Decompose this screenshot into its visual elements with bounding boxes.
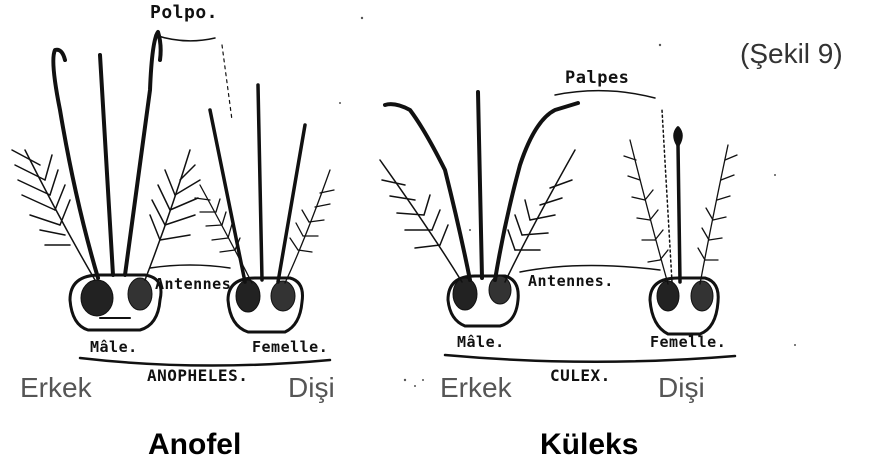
anopheles-male-antennae-right (145, 150, 200, 280)
culex-female-palps (662, 110, 681, 282)
anopheles-female-caption: Dişi (288, 372, 335, 404)
anopheles-male-head (70, 275, 161, 330)
anopheles-male-label: Mâle. (90, 338, 138, 356)
anopheles-antenna-label: Antennes (155, 275, 231, 293)
culex-female-label: Femelle. (650, 333, 726, 351)
culex-female-head (650, 278, 718, 334)
culex-title: Küleks (540, 428, 638, 462)
anopheles-male-caption: Erkek (20, 372, 92, 404)
anopheles-palp-pointer (222, 45, 232, 120)
culex-antenna-label: Antennes. (528, 272, 614, 290)
anopheles-male-palps (53, 32, 160, 278)
culex-genus-label: CULEX. (550, 366, 611, 385)
culex-male-head (448, 276, 518, 326)
anopheles-female-label: Femelle. (252, 338, 328, 356)
anopheles-title: Anofel (148, 428, 241, 462)
culex-male-caption: Erkek (440, 372, 512, 404)
culex-palp-leader (555, 91, 655, 98)
anopheles-genus-label: ANOPHELES. (147, 366, 248, 385)
anopheles-female-palps (210, 85, 305, 282)
culex-male-label: Mâle. (457, 333, 505, 351)
culex-underline (445, 355, 735, 362)
figure-caption: (Şekil 9) (740, 38, 843, 70)
culex-female-caption: Dişi (658, 372, 705, 404)
anopheles-female-head (228, 278, 303, 332)
culex-palp-label: Palpes (565, 68, 629, 88)
culex-male-antennae (380, 150, 575, 282)
anopheles-palp-leader (155, 35, 215, 41)
anopheles-palp-label: Polpo. (150, 2, 218, 23)
anopheles-antenna-leader (150, 265, 230, 268)
culex-male-palps (385, 92, 578, 280)
anopheles-underline (80, 358, 330, 366)
